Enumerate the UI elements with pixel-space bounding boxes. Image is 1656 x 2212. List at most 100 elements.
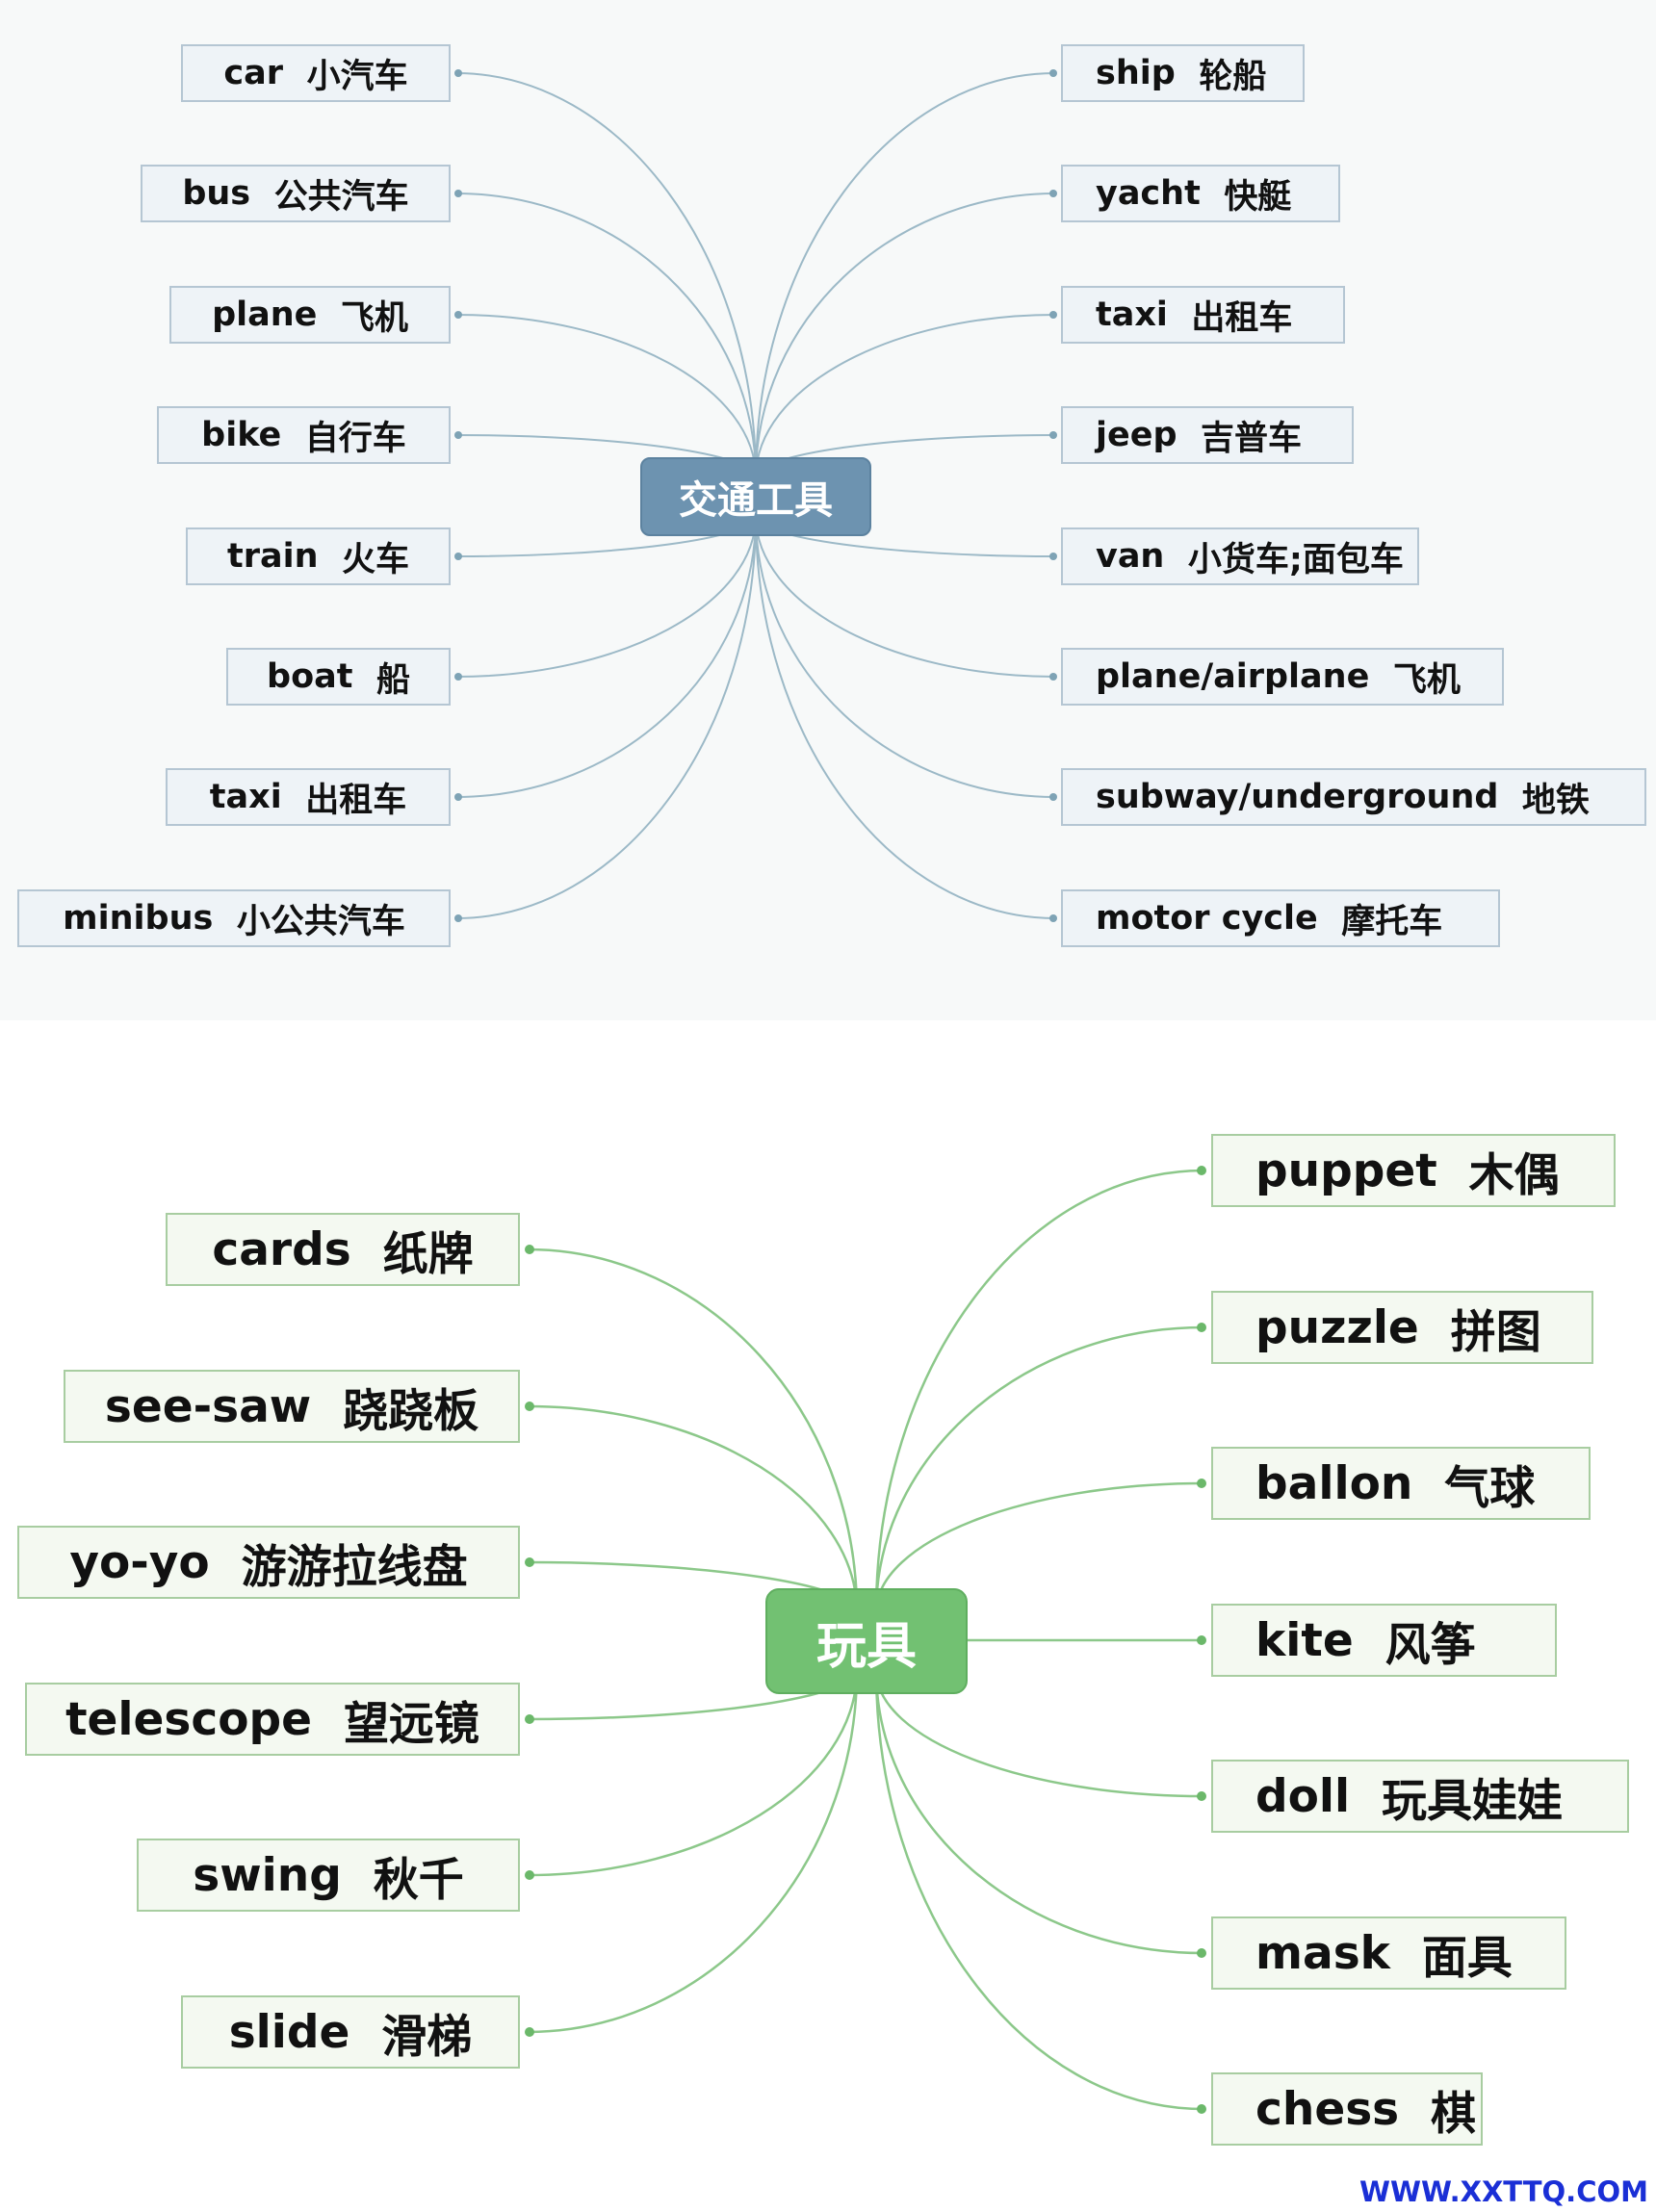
toys-node-english: puppet bbox=[1255, 1144, 1437, 1197]
toys-node-english: yo-yo bbox=[69, 1535, 210, 1589]
transport-node-chinese: 小公共汽车 bbox=[236, 902, 405, 941]
transport-left-node: bus 公共汽车 bbox=[141, 165, 451, 222]
transport-node-english: ship bbox=[1096, 54, 1176, 92]
toys-node-english: mask bbox=[1255, 1926, 1390, 1980]
transport-node-english: bus bbox=[182, 174, 251, 213]
transport-node-english: plane/airplane bbox=[1096, 657, 1370, 696]
toys-node-english: slide bbox=[228, 2005, 350, 2059]
transport-center-label: 交通工具 bbox=[679, 478, 833, 523]
toys-node-english: doll bbox=[1255, 1769, 1351, 1823]
transport-node-english: boat bbox=[267, 657, 353, 696]
toys-node-chinese: 玩具娃娃 bbox=[1382, 1774, 1564, 1828]
toys-node-chinese: 游游拉线盘 bbox=[241, 1540, 468, 1594]
toys-connector bbox=[874, 1669, 1204, 2111]
transport-node-chinese: 吉普车 bbox=[1201, 419, 1303, 458]
transport-node-chinese: 出租车 bbox=[1191, 298, 1293, 338]
transport-connector-dot bbox=[1049, 190, 1057, 197]
toys-connector-dot bbox=[1197, 1791, 1206, 1801]
toys-connector bbox=[527, 1669, 859, 1877]
transport-connector-dot bbox=[454, 431, 462, 439]
transport-connector-dot bbox=[1049, 431, 1057, 439]
transport-left-node: minibus 小公共汽车 bbox=[17, 889, 451, 947]
transport-connector bbox=[755, 515, 1056, 919]
transport-connector-dot bbox=[454, 673, 462, 681]
transport-connector-dot bbox=[1049, 311, 1057, 319]
transport-connector-dot bbox=[454, 311, 462, 319]
toys-left-node: swing 秋千 bbox=[137, 1839, 520, 1912]
toys-node-english: puzzle bbox=[1255, 1300, 1419, 1354]
transport-left-node: train 火车 bbox=[186, 527, 451, 585]
toys-node-english: swing bbox=[193, 1848, 342, 1902]
toys-center-node: 玩具 bbox=[765, 1588, 968, 1694]
toys-connector bbox=[874, 1669, 1204, 1798]
toys-node-chinese: 秋千 bbox=[373, 1853, 464, 1907]
toys-connector-dot bbox=[1197, 1323, 1206, 1332]
toys-node-chinese: 纸牌 bbox=[382, 1227, 474, 1281]
toys-connector-dot bbox=[1197, 1948, 1206, 1958]
transport-connector-dot bbox=[1049, 69, 1057, 77]
toys-connector bbox=[874, 1481, 1204, 1613]
transport-node-english: minibus bbox=[63, 899, 214, 938]
transport-node-chinese: 飞机 bbox=[340, 298, 408, 338]
toys-right-node: ballon 气球 bbox=[1211, 1447, 1591, 1520]
toys-node-chinese: 风筝 bbox=[1384, 1618, 1476, 1672]
toys-connector-dot bbox=[525, 1245, 534, 1254]
toys-node-english: cards bbox=[212, 1222, 351, 1276]
toys-connector bbox=[874, 1325, 1204, 1613]
transport-right-node: plane/airplane 飞机 bbox=[1061, 648, 1504, 706]
toys-connector-dot bbox=[1197, 1635, 1206, 1645]
toys-connector-dot bbox=[525, 1870, 534, 1880]
transport-connector-lines bbox=[454, 69, 1057, 922]
toys-node-chinese: 气球 bbox=[1444, 1461, 1536, 1515]
toys-connector-dot bbox=[525, 1557, 534, 1567]
toys-right-node: puppet 木偶 bbox=[1211, 1134, 1616, 1207]
transport-node-chinese: 公共汽车 bbox=[273, 177, 409, 217]
transport-connector bbox=[455, 515, 757, 678]
toys-node-chinese: 棋 bbox=[1431, 2087, 1477, 2141]
transport-connector bbox=[755, 515, 1056, 798]
transport-node-chinese: 火车 bbox=[342, 540, 410, 579]
transport-left-node: boat 船 bbox=[226, 648, 451, 706]
transport-connector bbox=[755, 515, 1056, 678]
toys-node-chinese: 望远镜 bbox=[343, 1697, 479, 1751]
transport-node-english: yacht bbox=[1096, 174, 1201, 213]
transport-connector-dot bbox=[1049, 673, 1057, 681]
transport-node-chinese: 飞机 bbox=[1392, 660, 1461, 700]
transport-connector-dot bbox=[1049, 914, 1057, 922]
toys-node-english: ballon bbox=[1255, 1456, 1413, 1510]
toys-node-chinese: 拼图 bbox=[1450, 1305, 1541, 1359]
toys-connector bbox=[527, 1669, 859, 2034]
transport-connector bbox=[455, 515, 757, 798]
toys-connector-dot bbox=[525, 1402, 534, 1411]
transport-node-english: train bbox=[226, 537, 319, 576]
toys-right-node: puzzle 拼图 bbox=[1211, 1291, 1593, 1364]
toys-node-chinese: 滑梯 bbox=[381, 2010, 473, 2064]
toys-connector-dot bbox=[525, 1714, 534, 1724]
toys-connector-lines bbox=[525, 1166, 1206, 2114]
transport-node-chinese: 船 bbox=[375, 660, 410, 700]
toys-node-english: kite bbox=[1255, 1613, 1354, 1667]
toys-node-english: see-saw bbox=[104, 1379, 312, 1433]
transport-connector-dot bbox=[454, 793, 462, 801]
transport-connector bbox=[455, 72, 757, 478]
transport-node-chinese: 小汽车 bbox=[306, 57, 408, 96]
toys-node-chinese: 木偶 bbox=[1468, 1148, 1560, 1202]
transport-connector bbox=[455, 314, 757, 478]
toys-connector-dot bbox=[1197, 1479, 1206, 1488]
toys-connector bbox=[874, 1669, 1204, 1955]
watermark-text: WWW.XXTTQ.COM bbox=[1358, 2175, 1648, 2208]
